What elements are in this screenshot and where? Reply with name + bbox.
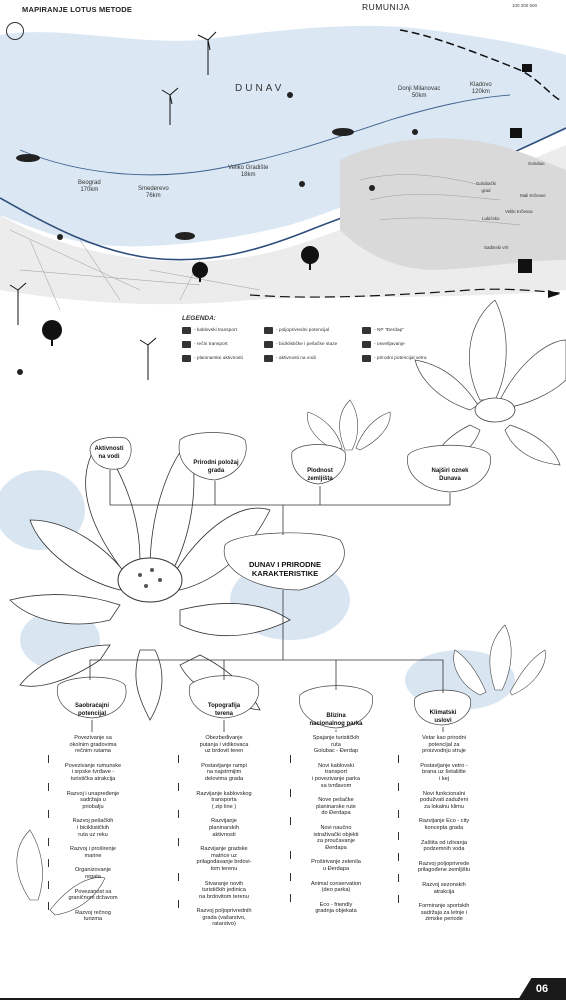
column-item: Razvoj poljoprivrednih grada (vašarstvo,… <box>196 908 252 928</box>
legend-item: - planinarske aktivnosti <box>182 355 243 362</box>
legend-item: - NP "Đerdap" <box>362 327 404 334</box>
column-item: Nove pešačke planinarske rute do Đerdapa <box>316 797 356 817</box>
page-title: MAPIRANJE LOTUS METODE <box>22 5 133 14</box>
place-label: Mali Krčevac <box>520 193 546 198</box>
legend-item: - osvetljavanje <box>362 341 405 348</box>
column-item: Povezivanje rumunske i srpske tvrđave - … <box>64 762 122 782</box>
column-national-park: Spajanje turističkih ruta Golubac - Đerd… <box>290 735 382 915</box>
column-item: Obezbeđivanje putanja i vidikovaca uz br… <box>199 735 249 755</box>
national-park-icon <box>362 327 371 334</box>
column-item: Spajanje turističkih ruta Golubac - Đerd… <box>312 735 360 755</box>
legend-item: - kablovski transport <box>182 327 237 334</box>
place-label: Golubački grad <box>476 181 497 193</box>
column-item: Razvijanje Eco - city koncepta grada <box>418 818 470 831</box>
wind-icon <box>362 355 371 362</box>
distance-label: Veliko Gradište 18km <box>228 165 269 178</box>
node-soil-fertility: Plodnost zemljišta <box>307 468 333 482</box>
bicycle-icon <box>264 341 273 348</box>
legend-item: - prirodni potencijal vetra <box>362 355 427 362</box>
column-item: Proširivanje zelenila u Đerdapa <box>311 859 361 872</box>
column-item: Razvoj pešačkih i biciklističkih ruta uz… <box>72 818 114 838</box>
node-natural-position: Prirodni položaj grada <box>193 460 239 474</box>
column-item: Stvaranje novih turističkih jedinica na … <box>199 880 249 900</box>
page-number: 06 <box>518 978 566 1000</box>
river-name: DUNAV <box>235 83 285 94</box>
column-item: Novi kablovski transport i povezivanje p… <box>312 762 360 789</box>
column-item: Formiranje sportskih sadržaja za letnje … <box>418 903 470 923</box>
distance-label: Donji Milanovac 50km <box>398 86 441 99</box>
column-item: Postavljanje vetro - brana uz šetalište … <box>420 762 468 782</box>
column-traffic: Povezivanje sa okolnim gradovima rečnim … <box>48 735 138 923</box>
column-item: Organizovanje regata <box>74 867 112 880</box>
north-arrow-icon <box>6 22 24 40</box>
distance-label: Beograd 170km <box>78 180 101 193</box>
place-label: Golubac <box>528 161 545 166</box>
node-widest-danube: Najširi oznek Dunava <box>431 468 469 482</box>
node-traffic-potential: Saobraćajni potencijal <box>74 703 109 717</box>
legend: LEGENDA: - kablovski transport - rečni t… <box>182 315 512 379</box>
place-label: Veliki Krčevac <box>505 209 534 214</box>
center-node: DUNAV I PRIRODNE KARAKTERISTIKE <box>249 560 321 578</box>
node-topography: Topografija terena <box>207 703 241 717</box>
lotus-diagram <box>0 300 566 916</box>
column-item: Zaštita od izlivanja podzemnih voda <box>420 839 467 853</box>
column-item: Razvoj sezonskih atrakcija <box>422 881 466 895</box>
distance-label: Kladovo 120km <box>470 82 492 95</box>
legend-item: - aktivnosti na vodi <box>264 355 316 362</box>
light-icon <box>362 341 371 348</box>
column-item: Novi funkcionalni podužvati zaduženi za … <box>420 790 468 810</box>
column-item: Novi naučno istraživački objekti za prou… <box>313 824 359 851</box>
place-label: Sađinski vrh <box>484 245 509 250</box>
farmer-icon <box>264 327 273 334</box>
footer-rule <box>0 998 530 1000</box>
boat-icon <box>182 341 191 348</box>
column-item: Razvoj rečnog turizma <box>75 909 111 923</box>
column-topography: Obezbeđivanje putanja i vidikovaca uz br… <box>178 735 270 928</box>
column-item: Razvijanje kablovskog transporta ( zip l… <box>196 790 252 810</box>
column-item: Povezivanje sa okolnim gradovima rečnim … <box>69 735 117 755</box>
legend-item: - rečni transport <box>182 341 228 348</box>
country-label: RUMUNIJA <box>362 2 410 12</box>
node-national-park: Blizina nacionalnog parka <box>309 713 363 727</box>
legend-title: LEGENDA: <box>182 315 216 322</box>
column-item: Eco - friendly gradnja objekata <box>315 901 357 915</box>
swimmer-icon <box>264 355 273 362</box>
column-climate: Vetar kao prirodni potencijal za proizvo… <box>398 735 490 923</box>
place-label: Lukićsko <box>482 216 500 221</box>
node-water-activities: Aktivnosti na vodi <box>94 446 124 460</box>
legend-item: - poljoprivredni potencijal <box>264 327 329 334</box>
column-item: Razvoj i proširenje marine <box>69 846 116 859</box>
column-item: Animal conservation (deo parka) <box>310 880 362 894</box>
column-item: Razvoj poljoprivrede prilagođene zemljiš… <box>417 860 471 874</box>
legend-item: - biciklističke i pešačke staze <box>264 341 337 348</box>
column-item: Vetar kao prirodni potencijal za proizvo… <box>422 735 466 755</box>
cable-car-icon <box>182 327 191 334</box>
scale-bar: 100 200 500 <box>512 3 538 8</box>
danube-map <box>0 25 566 380</box>
column-item: Postavljanje rampi na najstrmijim delovi… <box>201 762 247 782</box>
column-item: Povezanost sa graničnom državom <box>68 888 118 902</box>
node-climate: Klimatski uslovi <box>429 710 457 724</box>
column-item: Razvijanje planinarskih aktivnosti <box>209 818 239 838</box>
column-item: Razvijanje gradske matrice uz prilagođav… <box>196 846 252 872</box>
hiking-icon <box>182 355 191 362</box>
column-item: Razvoj i unapređenje sadržaja u priobalj… <box>66 790 120 810</box>
distance-label: Smederevo 76km <box>138 186 169 199</box>
